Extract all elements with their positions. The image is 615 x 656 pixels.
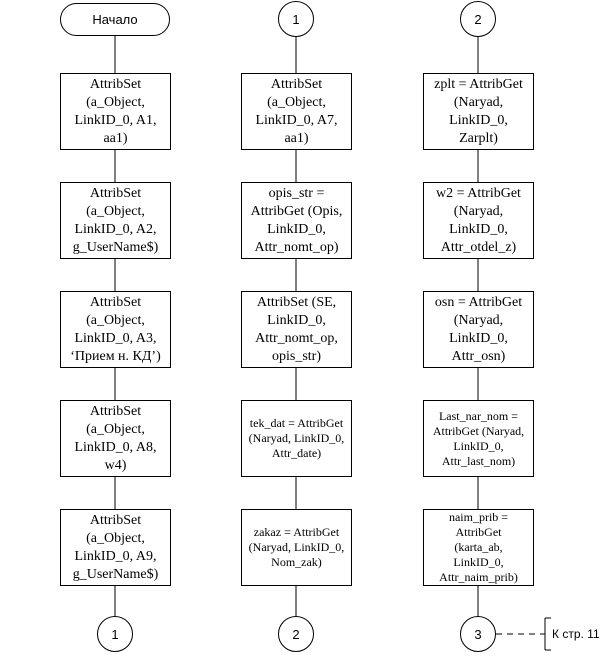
process-box-1-1: AttribSet (a_Object, LinkID_0, A1, aa1) [60,73,171,150]
process-box-3-3: osn = AttribGet (Naryad, LinkID_0, Attr_… [423,291,534,368]
process-box-1-5: AttribSet (a_Object, LinkID_0, A9, g_Use… [60,509,171,586]
page-reference-note: К стр. 11 [552,627,600,641]
connector-circle-2-top: 1 [278,1,314,37]
process-box-1-2: AttribSet (a_Object, LinkID_0, A2, g_Use… [60,182,171,259]
process-box-3-1: zplt = AttribGet (Naryad, LinkID_0, Zarp… [423,73,534,150]
process-box-3-5: naim_prib = AttribGet (karta_ab, LinkID_… [423,509,534,586]
terminal-start: Начало [60,3,170,36]
process-box-1-3: AttribSet (a_Object, LinkID_0, A3, ‘Прие… [60,291,171,368]
process-box-3-2: w2 = AttribGet (Naryad, LinkID_0, Attr_o… [423,182,534,259]
process-box-1-4: AttribSet (a_Object, LinkID_0, A8, w4) [60,400,171,477]
connector-circle-3-bottom: 3 [460,616,496,652]
process-box-3-4: Last_nar_nom = AttribGet (Naryad, LinkID… [423,400,534,477]
connector-circle-1-bottom: 1 [97,616,133,652]
process-box-2-2: opis_str = AttribGet (Opis, LinkID_0, At… [241,182,352,259]
connector-circle-3-top: 2 [460,1,496,37]
connector-circle-2-bottom: 2 [278,616,314,652]
process-box-2-5: zakaz = AttribGet (Naryad, LinkID_0, Nom… [241,509,352,586]
process-box-2-3: AttribSet (SE, LinkID_0, Attr_nomt_op, o… [241,291,352,368]
process-box-2-1: AttribSet (a_Object, LinkID_0, A7, aa1) [241,73,352,150]
process-box-2-4: tek_dat = AttribGet (Naryad, LinkID_0, A… [241,400,352,477]
